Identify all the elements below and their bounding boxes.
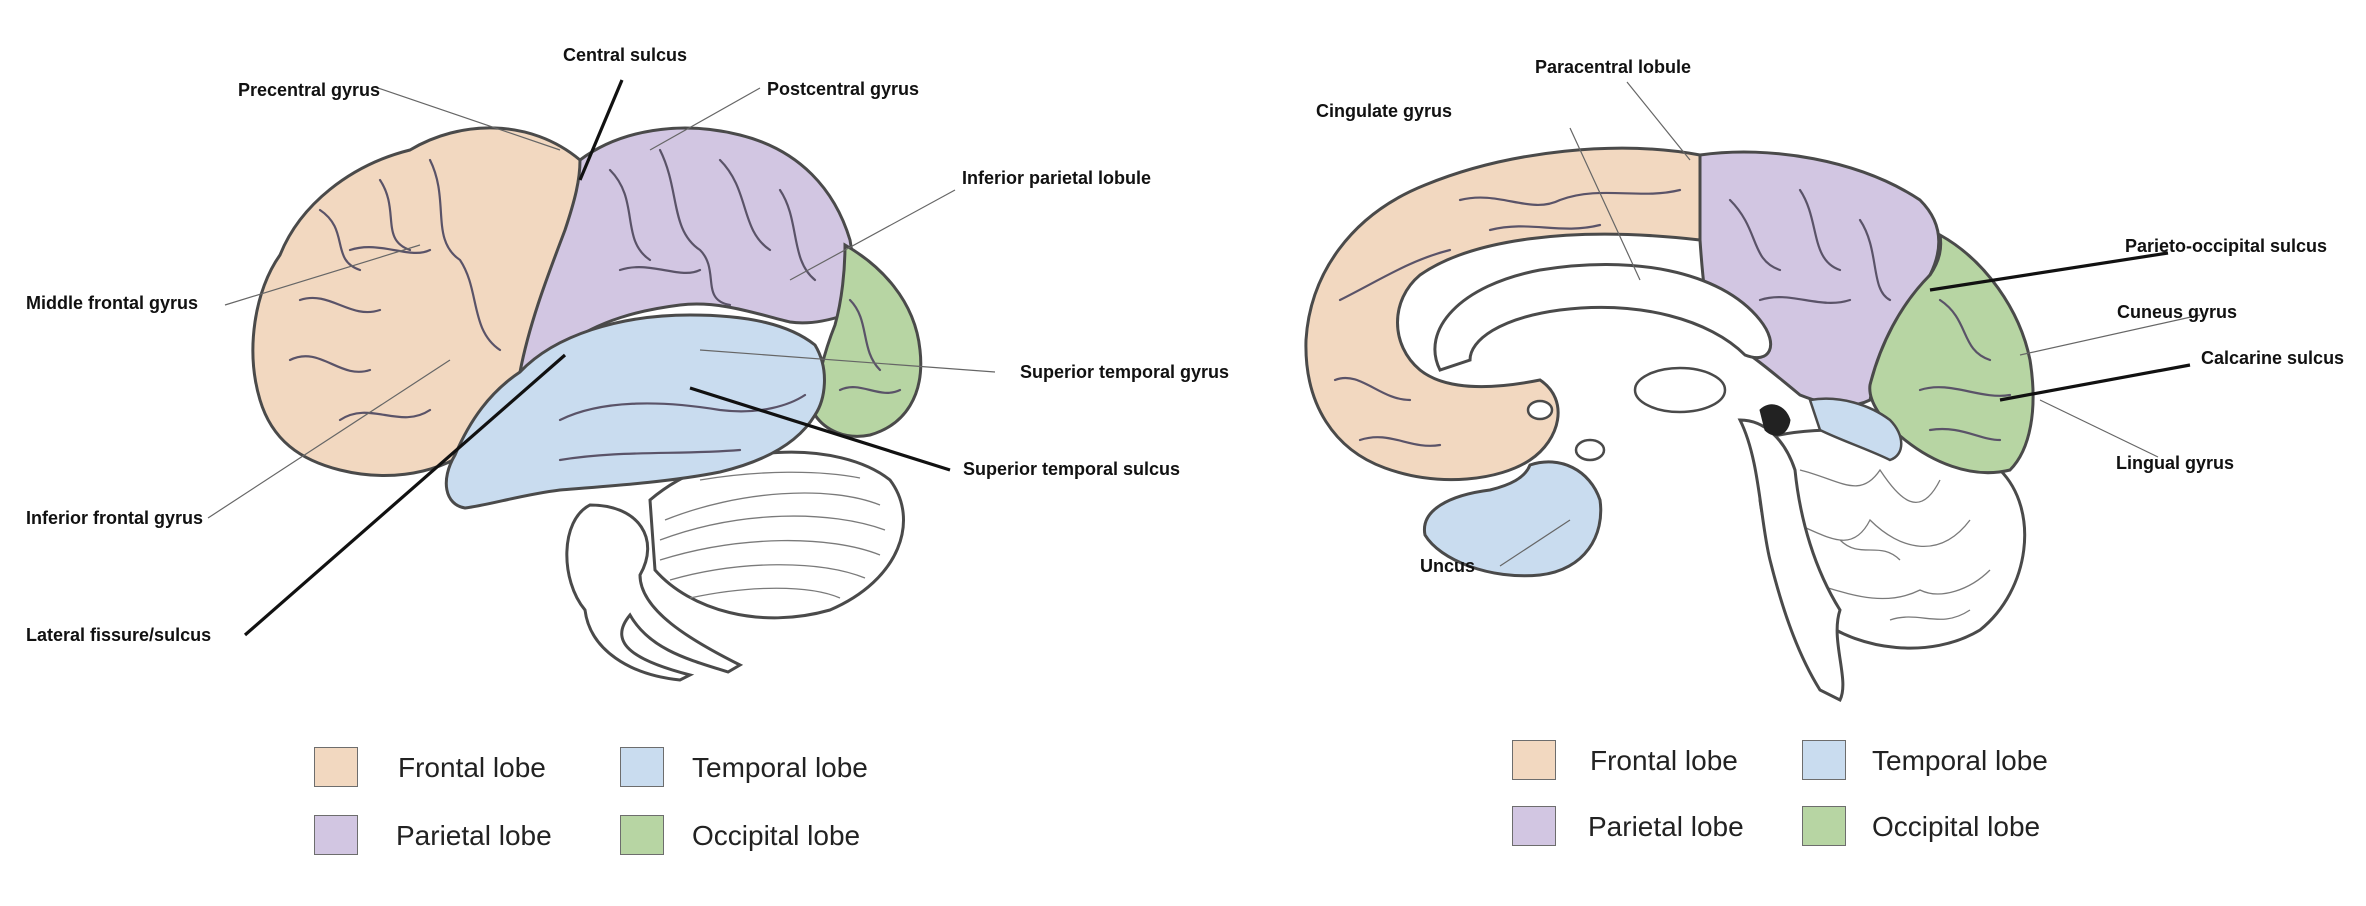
legend-item-temporal: Temporal lobe: [1802, 738, 2102, 786]
temporal-swatch: [620, 747, 664, 787]
legend-item-parietal: Parietal lobe: [314, 813, 614, 861]
lateral-brainstem: [565, 503, 744, 682]
legend-item-temporal: Temporal lobe: [620, 745, 920, 793]
legend-item-frontal: Frontal lobe: [1512, 738, 1812, 786]
legend-item-frontal: Frontal lobe: [314, 745, 614, 793]
medial-view-panel: Paracentral lobule Cingulate gyrus Parie…: [1240, 0, 2366, 906]
legend-label-frontal: Frontal lobe: [398, 752, 546, 783]
inferior-frontal-gyrus-label: Inferior frontal gyrus: [26, 508, 204, 528]
medial-frontal-lobe: [1304, 146, 1702, 482]
medial-occipital-lobe: [1868, 232, 2035, 475]
parieto-occipital-sulcus-label: Parieto-occipital sulcus: [2125, 236, 2328, 256]
lateral-parietal-lobe: [518, 126, 854, 375]
medial-brain-drawing: [1304, 81, 2201, 703]
parietal-swatch: [314, 815, 358, 855]
central-sulcus-label: Central sulcus: [563, 45, 688, 65]
middle-frontal-gyrus-label: Middle frontal gyrus: [26, 293, 199, 313]
lateral-brain-drawing: [207, 79, 996, 682]
lingual-gyrus-label: Lingual gyrus: [2116, 453, 2235, 473]
paracentral-lobule-label: Paracentral lobule: [1535, 57, 1692, 77]
precentral-gyrus-label: Precentral gyrus: [238, 80, 381, 100]
legend-label-parietal: Parietal lobe: [396, 820, 552, 851]
legend-label-parietal: Parietal lobe: [1588, 811, 1744, 842]
frontal-swatch: [314, 747, 358, 787]
legend-label-occipital: Occipital lobe: [692, 820, 861, 851]
medial-brainstem: [1737, 418, 1845, 703]
medial-temporal-region: [1423, 460, 1603, 578]
lateral-temporal-lobe: [444, 313, 826, 510]
legend-label-frontal: Frontal lobe: [1590, 745, 1738, 776]
cingulate-gyrus-label: Cingulate gyrus: [1316, 101, 1453, 121]
legend-item-occipital: Occipital lobe: [1802, 804, 2102, 852]
legend-label-temporal: Temporal lobe: [1872, 745, 2048, 776]
legend-item-occipital: Occipital lobe: [620, 813, 920, 861]
superior-temporal-sulcus-label: Superior temporal sulcus: [963, 459, 1181, 479]
legend-item-parietal: Parietal lobe: [1512, 804, 1812, 852]
frontal-swatch: [1512, 740, 1556, 780]
legend-label-temporal: Temporal lobe: [692, 752, 868, 783]
inferior-parietal-lobule-label: Inferior parietal lobule: [962, 168, 1152, 188]
postcentral-gyrus-label: Postcentral gyrus: [767, 79, 920, 99]
occipital-swatch: [1802, 806, 1846, 846]
legend-label-occipital: Occipital lobe: [1872, 811, 2041, 842]
medial-corpus-callosum: [1433, 262, 1773, 372]
uncus-label: Uncus: [1420, 556, 1476, 576]
lateral-view-panel: Central sulcus Precentral gyrus Postcent…: [26, 45, 1230, 861]
parietal-swatch: [1512, 806, 1556, 846]
cuneus-gyrus-label: Cuneus gyrus: [2117, 302, 2238, 322]
medial-temporal-small: [1808, 397, 1903, 462]
temporal-swatch: [1802, 740, 1846, 780]
calcarine-sulcus-label: Calcarine sulcus: [2201, 348, 2345, 368]
occipital-swatch: [620, 815, 664, 855]
lateral-fissure-label: Lateral fissure/sulcus: [26, 625, 212, 645]
superior-temporal-gyrus-label: Superior temporal gyrus: [1020, 362, 1230, 382]
